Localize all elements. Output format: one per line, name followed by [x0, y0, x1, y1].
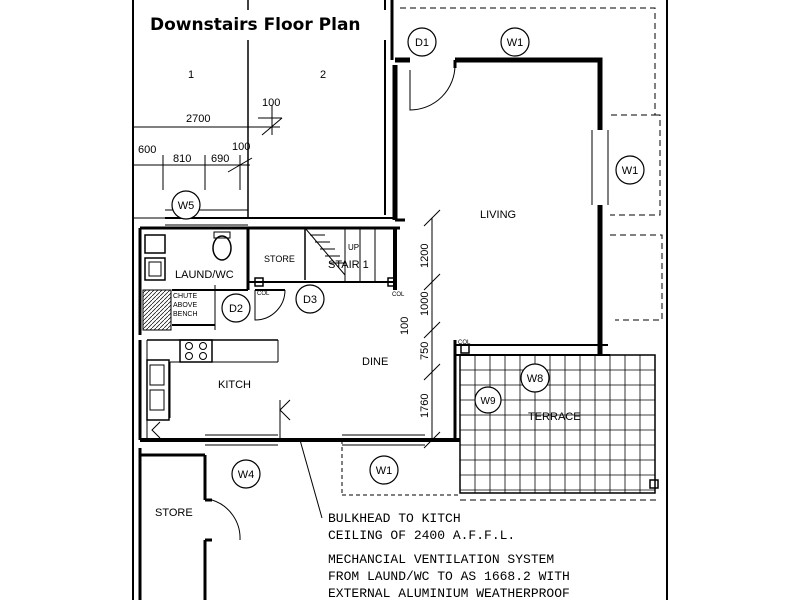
dim-690: 690 [211, 153, 229, 165]
svg-text:W8: W8 [527, 373, 544, 385]
svg-text:W1: W1 [507, 37, 524, 49]
col-marker-3: COL [458, 340, 471, 346]
note-leader [299, 439, 323, 519]
living-walls [392, 57, 609, 355]
tag-d3: D3 [295, 284, 325, 314]
tag-d1: D1 [407, 27, 437, 57]
dim-100-top: 100 [262, 97, 280, 109]
note-line-5: EXTERNAL ALUMINIUM WEATHERPROOF [328, 586, 570, 600]
svg-text:W4: W4 [238, 469, 255, 481]
store-stair-walls [246, 226, 400, 290]
laundry-wc-walls [138, 226, 286, 335]
kitch-label: KITCH [218, 379, 251, 391]
kitchen-walls [138, 339, 460, 442]
store-upper-label: STORE [264, 254, 295, 264]
chute-label-3: BENCH [173, 311, 198, 318]
laund-wc-label: LAUND/WC [175, 269, 234, 281]
dim-1000: 1000 [419, 292, 431, 316]
svg-text:D3: D3 [303, 294, 317, 306]
dim-100-mid: 100 [232, 141, 250, 153]
note-line-2: CEILING OF 2400 A.F.F.L. [328, 528, 515, 543]
tag-w4: W4 [231, 459, 261, 489]
dim-810: 810 [173, 153, 191, 165]
dimension-lines-upper [133, 105, 283, 190]
tag-w9: W9 [474, 386, 502, 414]
note-line-4: FROM LAUND/WC TO AS 1668.2 WITH [328, 569, 570, 584]
col-marker-1: COL [257, 291, 270, 297]
svg-text:W1: W1 [622, 165, 639, 177]
windows-bottom [205, 434, 460, 496]
dim-2700: 2700 [186, 113, 210, 125]
tag-w1-top: W1 [500, 27, 530, 57]
svg-text:W9: W9 [481, 396, 496, 407]
stair-label: STAIR 1 [328, 259, 369, 271]
dim-100-side: 100 [399, 317, 411, 335]
living-label: LIVING [480, 209, 516, 221]
room-2-label: 2 [320, 69, 326, 81]
tag-w1-right: W1 [615, 155, 645, 185]
store-lower-label: STORE [155, 507, 193, 519]
room-1-label: 1 [188, 69, 194, 81]
terrace-label: TERRACE [528, 411, 581, 423]
note-line-3: MECHANCIAL VENTILATION SYSTEM [328, 552, 554, 567]
tag-d2: D2 [221, 293, 251, 323]
tag-w8: W8 [520, 363, 550, 393]
lower-store-walls [138, 448, 241, 600]
tag-w1-bottom: W1 [369, 455, 399, 485]
dine-label: DINE [362, 356, 388, 368]
svg-text:W1: W1 [376, 465, 393, 477]
svg-text:D1: D1 [415, 37, 429, 49]
stair-up-label: UP [348, 243, 359, 252]
dim-1760: 1760 [419, 394, 431, 418]
eave-lines [400, 7, 663, 501]
note-line-1: BULKHEAD TO KITCH [328, 511, 461, 526]
tag-w5: W5 [171, 190, 201, 220]
svg-text:D2: D2 [229, 303, 243, 315]
dim-750: 750 [419, 342, 431, 360]
plan-title: Downstairs Floor Plan [146, 10, 390, 40]
svg-text:W5: W5 [178, 200, 195, 212]
dimension-lines-dine [423, 209, 441, 449]
chute-label-1: CHUTE [173, 293, 197, 300]
dim-1200: 1200 [419, 244, 431, 268]
col-marker-2: COL [392, 292, 405, 298]
chute-label-2: ABOVE [173, 302, 197, 309]
terrace-grid [453, 340, 659, 494]
dim-600: 600 [138, 144, 156, 156]
